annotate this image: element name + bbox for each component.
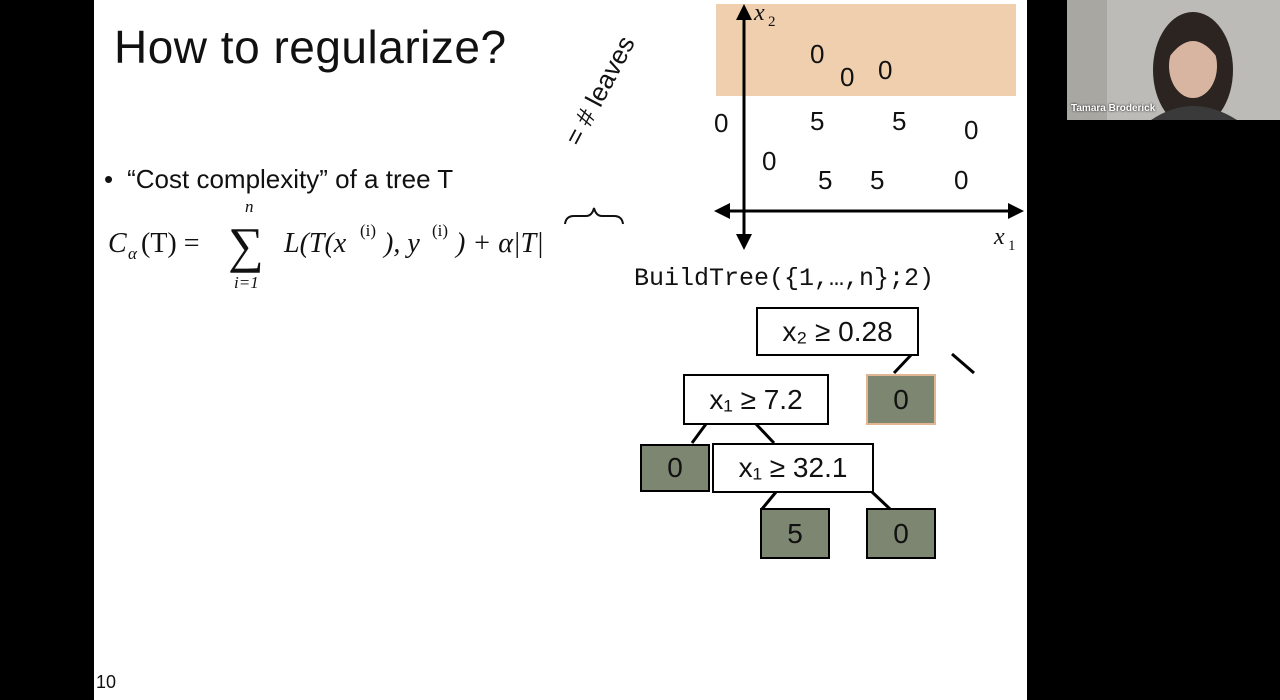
participant-name: Tamara Broderick: [1071, 103, 1156, 114]
data-point: 0: [840, 62, 854, 92]
data-point: 5: [810, 106, 824, 136]
leaves-label: = # leaves: [558, 30, 641, 151]
data-point: 0: [954, 165, 968, 195]
tree-leaf-root-right: 0: [866, 374, 936, 425]
formula-rest: (T) =: [141, 228, 200, 259]
data-point: 5: [892, 106, 906, 136]
x-axis-sub: 1: [1008, 238, 1016, 254]
bullet-text: “Cost complexity” of a tree T: [127, 164, 454, 194]
formula-lhs: C: [108, 228, 127, 259]
formula-mid: ), y: [382, 228, 420, 259]
slide: How to regularize? • “Cost complexity” of…: [94, 0, 1027, 700]
formula-sup1: (i): [360, 221, 376, 240]
formula-sub: α: [128, 244, 138, 263]
data-point: 5: [818, 165, 832, 195]
bullet-cost-complexity: • “Cost complexity” of a tree T: [104, 164, 453, 195]
y-axis-label: x: [753, 0, 765, 26]
data-point: 0: [762, 146, 776, 176]
tree-leaf-left: 0: [640, 444, 710, 492]
data-point: 0: [714, 108, 728, 138]
x-axis-arrow-right: [1008, 203, 1024, 219]
tree-node-x1-32.1: x₁ ≥ 32.1: [712, 443, 874, 493]
formula-end: ) + α|T|: [454, 228, 544, 259]
formula-body: L(T(x: [283, 228, 347, 259]
formula-sup2: (i): [432, 221, 448, 240]
build-tree-call: BuildTree({1,…,n};2): [634, 264, 935, 293]
y-axis-sub: 2: [768, 14, 776, 30]
sum-bottom: i=1: [234, 273, 259, 292]
bullet-dot: •: [104, 164, 114, 194]
y-axis-arrow-up: [736, 4, 752, 20]
tree-leaf-bottom-left: 5: [760, 508, 830, 559]
feature-space-plot: x 2 x 1 0 0 0 0 5 5 0 0 5 5 0: [714, 0, 1024, 254]
data-point: 5: [870, 165, 884, 195]
presenter-avatar: [1067, 0, 1280, 120]
tree-node-root: x₂ ≥ 0.28: [756, 307, 919, 356]
data-point: 0: [964, 115, 978, 145]
presenter-video[interactable]: Tamara Broderick: [1067, 0, 1280, 120]
page-number: 10: [96, 672, 117, 692]
data-point: 0: [878, 55, 892, 85]
split-region: [716, 4, 1016, 96]
slide-title: How to regularize?: [114, 21, 507, 73]
data-point: 0: [810, 39, 824, 69]
tree-leaf-bottom-right: 0: [866, 508, 936, 559]
cost-complexity-formula: C α (T) = n ∑ i=1 L(T(x (i) ), y (i) ) +…: [108, 197, 624, 292]
overbrace: [564, 207, 624, 225]
tree-node-x1-7.2: x₁ ≥ 7.2: [683, 374, 829, 425]
y-axis-arrow-down: [736, 234, 752, 250]
sum-sign: ∑: [228, 217, 264, 273]
x-axis-label: x: [993, 224, 1005, 250]
sum-top: n: [245, 197, 254, 216]
x-axis-arrow-left: [714, 203, 730, 219]
